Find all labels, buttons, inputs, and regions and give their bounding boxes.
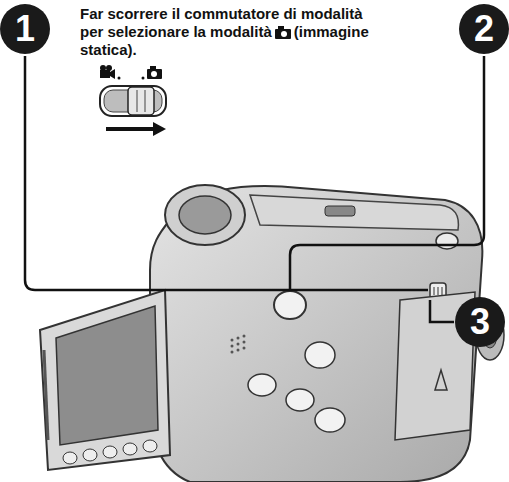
camcorder xyxy=(40,185,504,482)
callout-number: 1 xyxy=(0,4,50,54)
mode-switch-icon xyxy=(100,65,166,136)
callout-number: 2 xyxy=(459,4,509,54)
callout-number: 3 xyxy=(455,297,505,347)
instruction-text: Far scorrere il commutatore di modalità … xyxy=(80,5,380,59)
camera-icon xyxy=(275,26,291,39)
leader-line xyxy=(25,56,484,322)
